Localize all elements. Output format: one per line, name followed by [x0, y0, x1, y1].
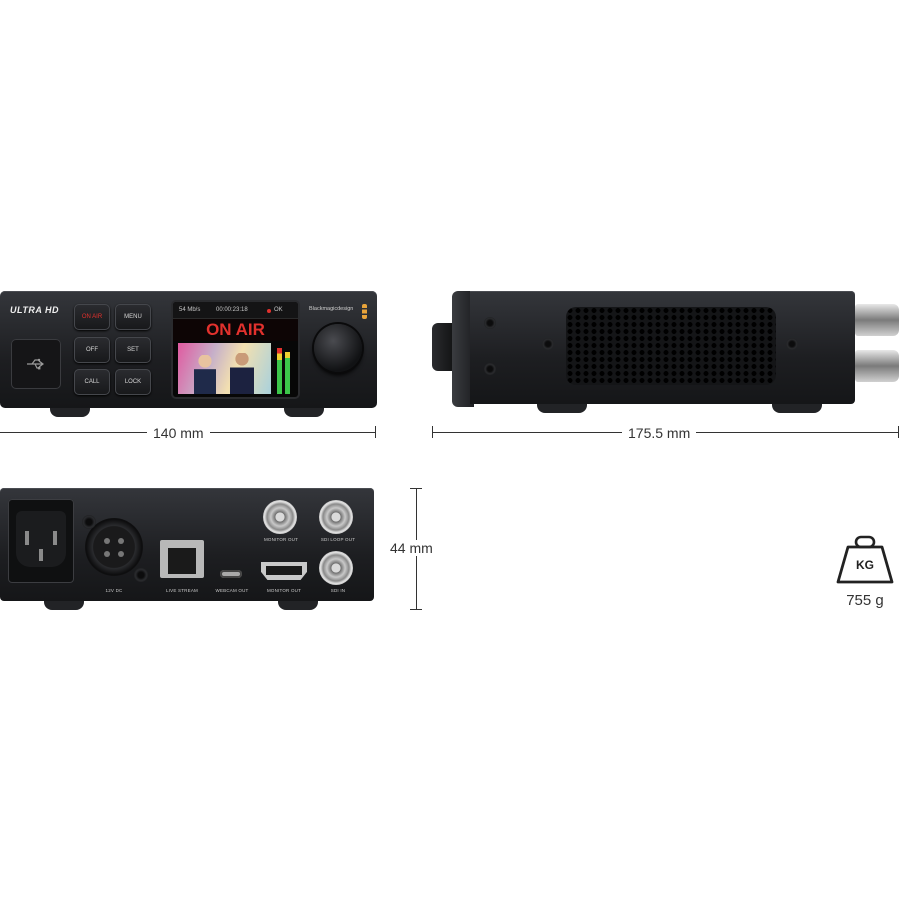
set-button[interactable]: SET: [115, 337, 151, 363]
xlr-pin: [118, 538, 124, 544]
call-button[interactable]: CALL: [74, 369, 110, 395]
label-12v-dc: 12V DC: [105, 588, 123, 593]
ethernet-port[interactable]: [160, 540, 204, 578]
side-knob: [432, 323, 454, 371]
video-preview: [178, 343, 271, 394]
label-live-stream: LIVE STREAM: [166, 588, 198, 593]
side-front-lip: [452, 291, 474, 407]
bitrate-readout: 54 Mb/s: [179, 307, 201, 313]
power-pin: [25, 531, 29, 545]
vent-grille: [566, 307, 776, 385]
bnc-monitor-out[interactable]: [263, 500, 297, 534]
xlr-12v-connector[interactable]: [85, 518, 143, 576]
usb-icon: [27, 358, 44, 370]
bnc-sdi-loop-out[interactable]: [319, 500, 353, 534]
width-dimension-label: 140 mm: [147, 425, 210, 441]
menu-button[interactable]: MENU: [115, 304, 151, 330]
usb-port[interactable]: [11, 339, 61, 389]
xlr-pin: [118, 551, 124, 557]
brand-mark-icon: [362, 304, 367, 319]
on-air-banner: ON AIR: [173, 319, 298, 341]
side-foot-right: [772, 404, 822, 413]
bnc-sdi-in[interactable]: [319, 551, 353, 585]
height-dimension-tick: [410, 609, 422, 610]
height-dimension-label: 44 mm: [384, 540, 439, 556]
lcd-screen: 54 Mb/s 00:00:23:18 OK ON AIR: [173, 302, 298, 397]
off-button[interactable]: OFF: [74, 337, 110, 363]
ultrahd-logo: ULTRA HD: [10, 305, 59, 315]
rear-screw: [82, 515, 96, 529]
rear-foot-left: [44, 601, 84, 610]
power-socket: [16, 511, 66, 567]
side-screw: [542, 338, 554, 350]
rear-panel: 12V DC LIVE STREAM WEBCAM OUT MONITOR OU…: [0, 488, 374, 601]
hdmi-socket: [266, 566, 302, 575]
side-bnc-connector: [855, 350, 899, 382]
record-dot-icon: [267, 309, 271, 313]
front-foot-left: [50, 408, 90, 417]
rear-screw: [134, 568, 148, 582]
front-panel: ULTRA HD ON AIR MENU OFF SET CALL LOCK 5…: [0, 291, 377, 408]
label-hdmi-monitor-out: MONITOR OUT: [266, 588, 302, 593]
lock-button[interactable]: LOCK: [115, 369, 151, 395]
weight-unit-label: KG: [856, 558, 874, 572]
usb-c-port[interactable]: [220, 570, 242, 578]
timecode-readout: 00:00:23:18: [216, 307, 248, 313]
hdmi-port[interactable]: [261, 562, 307, 580]
presenter-figure: [194, 355, 216, 394]
weight-icon: [836, 535, 894, 584]
xlr-pin: [104, 551, 110, 557]
front-foot-right: [284, 408, 324, 417]
width-dimension-tick: [375, 426, 376, 438]
audio-meter-left: [277, 348, 282, 394]
status-readout: OK: [274, 307, 283, 313]
label-sdi-monitor-out: MONITOR OUT: [263, 537, 299, 542]
side-screw: [786, 338, 798, 350]
side-panel: [470, 291, 855, 404]
side-screw: [484, 317, 496, 329]
power-pin: [39, 549, 43, 561]
presenter-figure: [230, 353, 254, 394]
audio-meter-right: [285, 352, 290, 394]
side-foot-left: [537, 404, 587, 413]
label-sdi-loop-out: SDI LOOP OUT: [320, 537, 356, 542]
on-air-button[interactable]: ON AIR: [74, 304, 110, 330]
weight-value: 755 g: [846, 592, 884, 609]
label-webcam-out: WEBCAM OUT: [215, 588, 249, 593]
screen-status-bar: 54 Mb/s 00:00:23:18 OK: [173, 302, 298, 319]
depth-dimension-tick: [898, 426, 899, 438]
xlr-pin: [104, 538, 110, 544]
power-pin: [53, 531, 57, 545]
knob-icon[interactable]: [314, 324, 362, 372]
ethernet-socket: [168, 548, 196, 574]
rear-foot-right: [278, 601, 318, 610]
label-sdi-in: SDI IN: [330, 588, 346, 593]
ultrahd-logo-text: ULTRA HD: [10, 305, 59, 315]
depth-dimension-label: 175.5 mm: [622, 425, 697, 441]
power-inlet[interactable]: [8, 499, 74, 583]
side-bnc-connector: [855, 304, 899, 336]
brand-logo: Blackmagicdesign: [309, 306, 354, 312]
side-screw: [484, 363, 496, 375]
